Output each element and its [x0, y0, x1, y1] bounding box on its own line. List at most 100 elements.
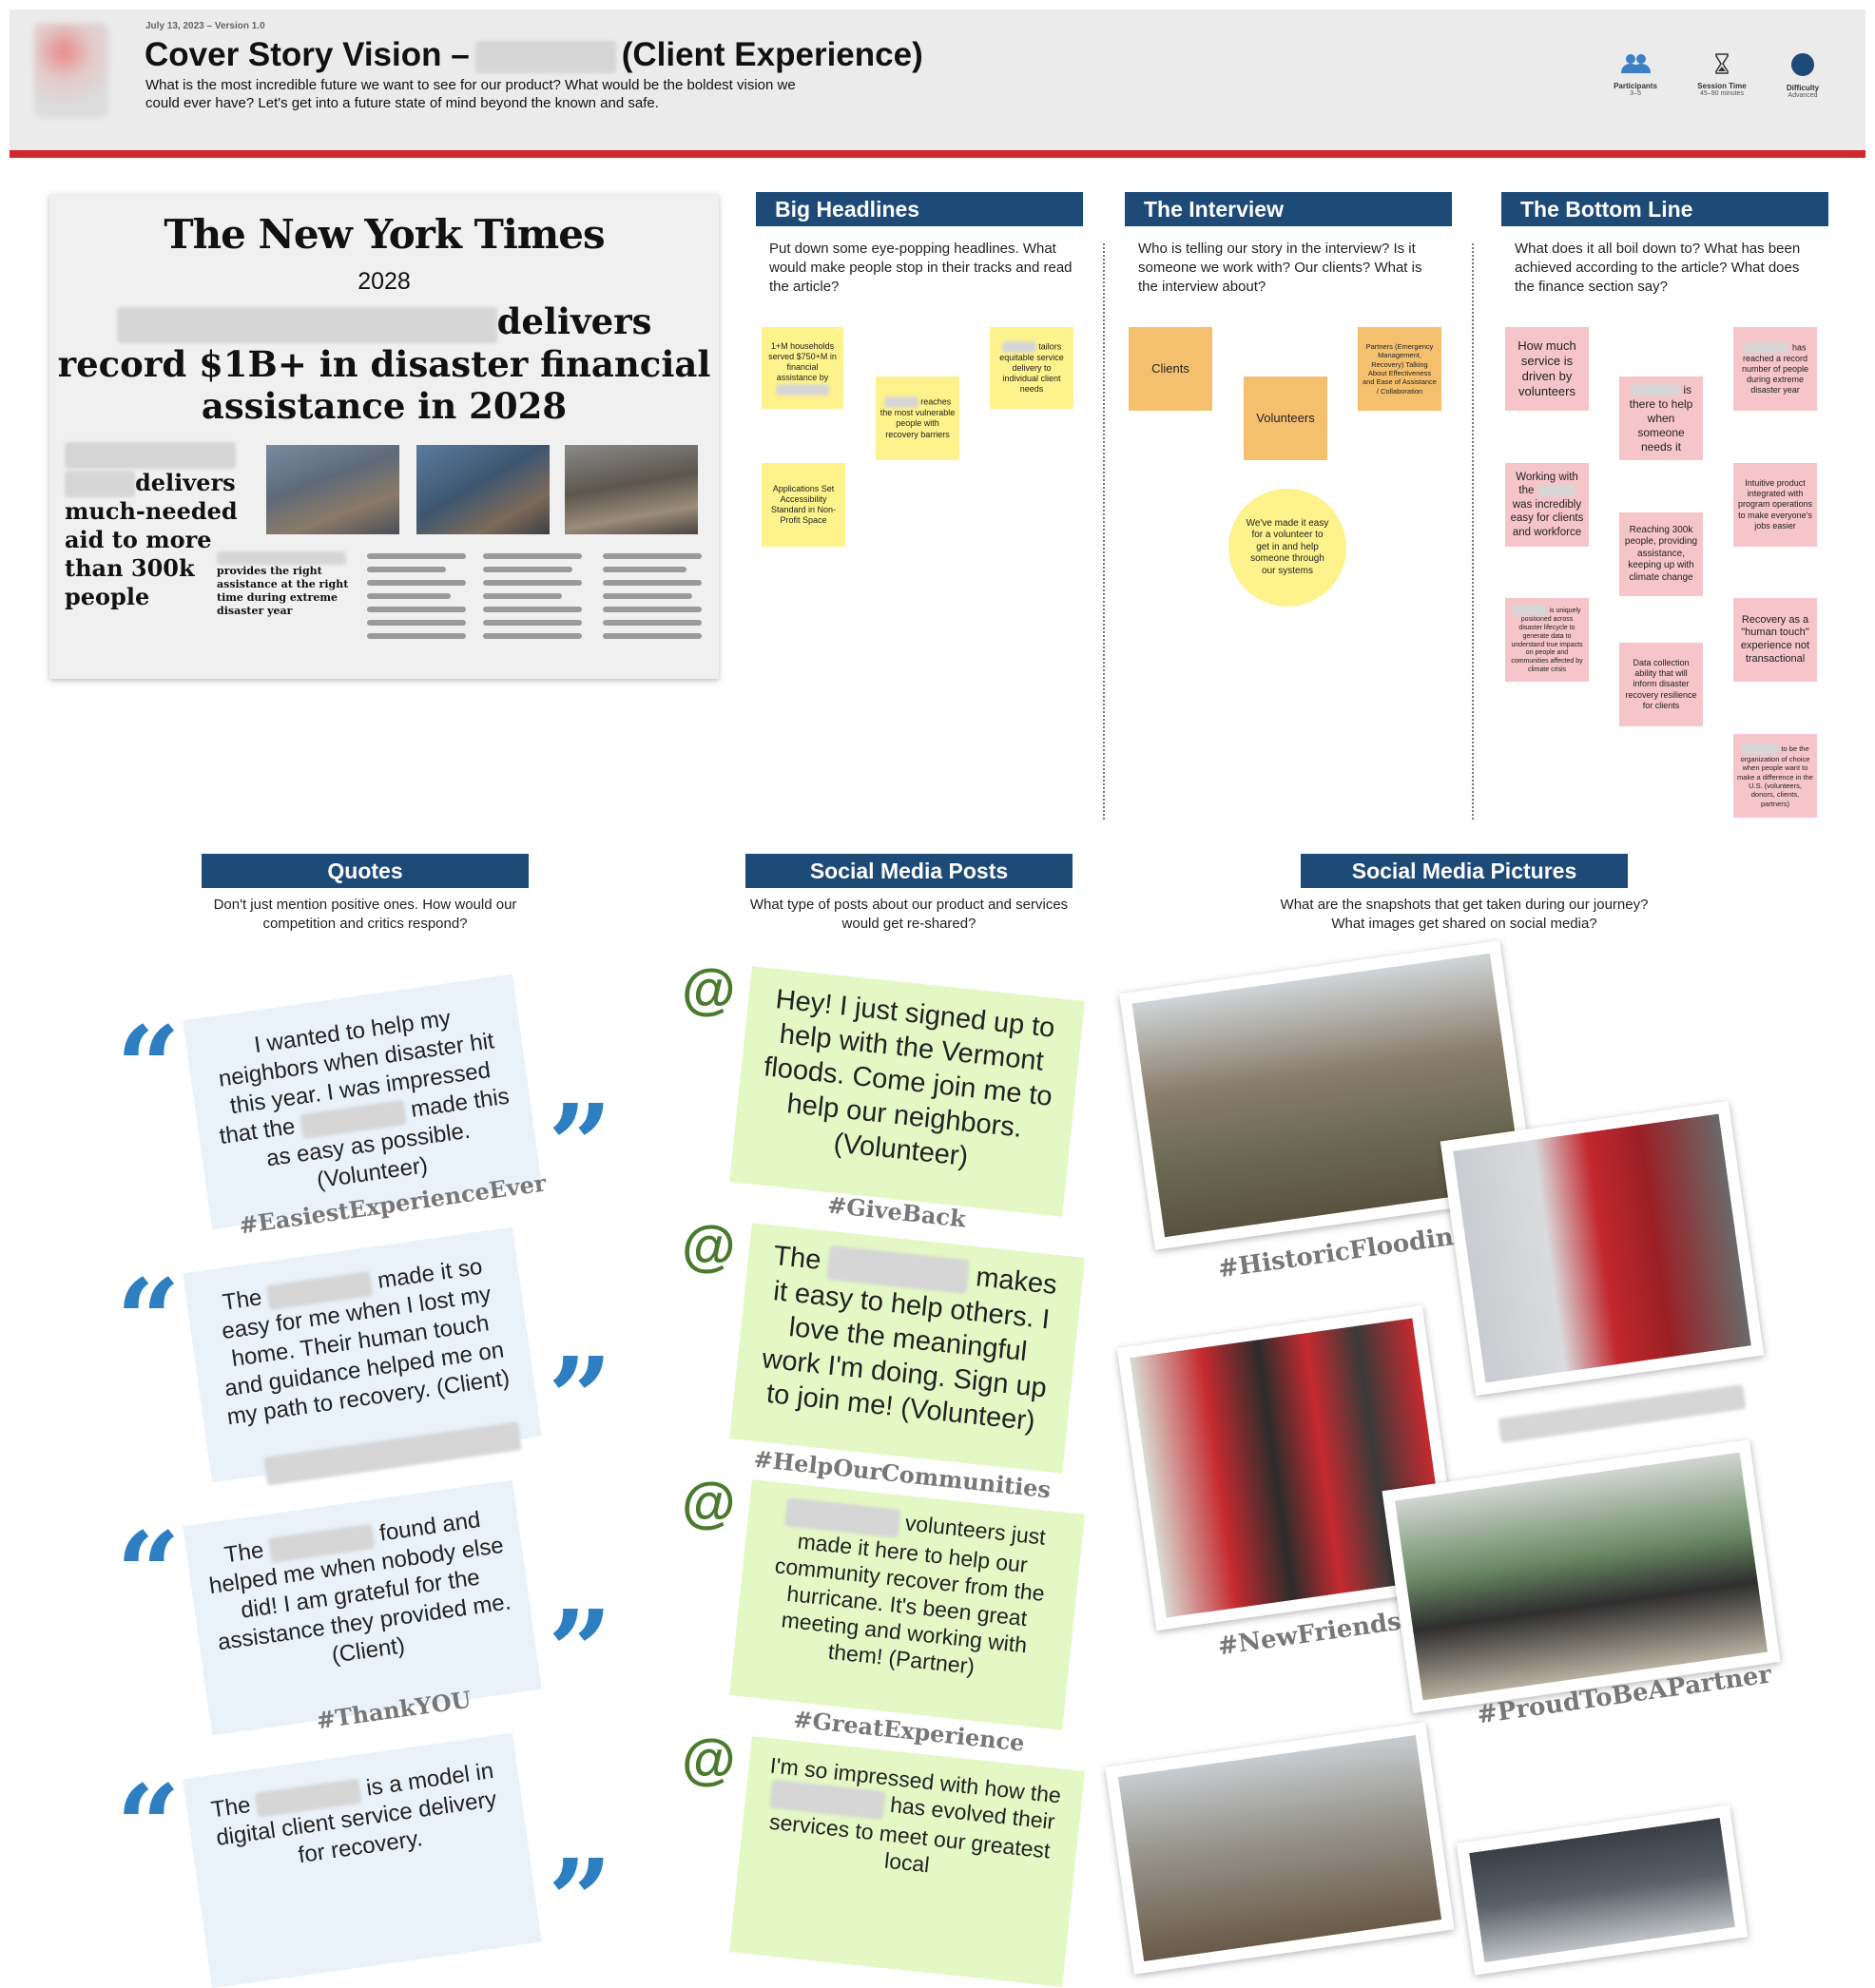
at-sign-icon: @ — [682, 1215, 736, 1277]
open-quote-icon: “ — [116, 1001, 181, 1133]
social-pictures-prompt: What are the snapshots that get taken du… — [1280, 897, 1649, 932]
redacted-name — [217, 551, 346, 565]
sticky-note[interactable]: Data collection ability that will inform… — [1619, 643, 1703, 726]
sticky-note[interactable]: Reaching 300k people, providing assistan… — [1619, 512, 1703, 596]
redacted-hashtag — [1498, 1384, 1747, 1443]
open-quote-icon: “ — [116, 1507, 181, 1639]
newspaper-masthead: The New York Times — [164, 211, 605, 258]
post-text: volunteers just made it here to help our… — [773, 1510, 1047, 1679]
people-icon — [1621, 54, 1651, 73]
post-text: Hey! I just signed up to help with the V… — [762, 984, 1056, 1172]
session-meta: Session Time 45–90 minutes — [1679, 53, 1765, 97]
sticky-note[interactable]: has reached a record number of people du… — [1733, 327, 1817, 411]
version-label: July 13, 2023 – Version 1.0 — [145, 21, 265, 31]
note-text: to be the organization of choice when pe… — [1737, 743, 1813, 808]
note-text: was incredibly easy for clients and work… — [1510, 498, 1584, 538]
sticky-note[interactable]: reaches the most vulnerable people with … — [876, 376, 959, 460]
photo — [1469, 1818, 1735, 1962]
quote-text-pre: The — [221, 1284, 264, 1316]
at-sign-icon: @ — [682, 958, 736, 1020]
sticky-note[interactable]: to be the organization of choice when pe… — [1733, 734, 1817, 818]
header-bar — [10, 10, 1865, 158]
quotes-title: Quotes — [202, 854, 529, 888]
newspaper-year: 2028 — [358, 268, 411, 295]
photo — [1395, 1452, 1768, 1701]
sub-suffix: delivers — [135, 468, 236, 496]
sticky-note[interactable]: is there to help when someone needs it — [1619, 376, 1703, 460]
quote-card: The found and helped me when nobody else… — [183, 1479, 542, 1736]
redacted-name — [883, 396, 918, 409]
close-quote-icon: ” — [548, 1585, 612, 1717]
session-value: 45–90 minutes — [1700, 90, 1744, 97]
social-post-card: Hey! I just signed up to help with the V… — [729, 966, 1085, 1217]
text-lines — [603, 553, 702, 647]
open-quote-icon: “ — [116, 1254, 181, 1386]
open-quote-icon: “ — [116, 1760, 181, 1892]
bottom-line-title: The Bottom Line — [1501, 192, 1828, 226]
hourglass-icon — [1715, 53, 1729, 74]
newspaper-mockup: The New York Times 2028 delivers record … — [49, 194, 719, 679]
column-divider — [1472, 243, 1474, 820]
social-posts-prompt: What type of posts about our product and… — [749, 897, 1069, 932]
sticky-note[interactable]: tailors equitable service delivery to in… — [990, 327, 1073, 409]
sub-rest: much-needed aid to more than 300k people — [65, 497, 238, 610]
sticky-note[interactable]: Clients — [1129, 327, 1212, 411]
note-text: reaches the most vulnerable people with … — [880, 396, 956, 439]
social-posts-title: Social Media Posts — [745, 854, 1073, 888]
bottom-line-prompt: What does it all boil down to? What has … — [1515, 241, 1801, 295]
note-text: has reached a record number of people du… — [1741, 341, 1809, 396]
sticky-note[interactable]: Intuitive product integrated with progra… — [1733, 463, 1817, 547]
caption-text: provides the right assistance at the rig… — [217, 565, 349, 617]
redacted-name — [65, 471, 135, 497]
note-text: Applications Set Accessibility Standard … — [770, 483, 837, 526]
at-sign-icon: @ — [682, 1728, 736, 1790]
note-text: is uniquely positioned across disaster l… — [1511, 608, 1583, 673]
headline-suffix: delivers — [496, 300, 652, 342]
redacted-name — [1744, 341, 1790, 354]
social-post-card: I'm so impressed with how the has evolve… — [729, 1736, 1085, 1987]
close-quote-icon: ” — [548, 1079, 612, 1211]
photo-card — [1440, 1101, 1765, 1396]
close-quote-icon: ” — [548, 1332, 612, 1464]
sticky-note[interactable]: Volunteers — [1244, 376, 1327, 460]
newspaper-photo — [565, 445, 698, 534]
redacted-name — [776, 383, 829, 396]
page-subtitle: What is the most incredible future we wa… — [145, 77, 796, 111]
big-headlines-prompt: Put down some eye-popping headlines. Wha… — [769, 241, 1073, 295]
photo-card — [1105, 1722, 1455, 1975]
title-pre: Cover Story Vision – — [145, 36, 470, 73]
headline-rest: record $1B+ in disaster financial assist… — [57, 342, 711, 427]
redacted-name — [474, 40, 616, 73]
post-text-pre: The — [771, 1240, 823, 1276]
participants-meta: Participants 3–5 — [1593, 53, 1678, 97]
sticky-note[interactable]: Applications Set Accessibility Standard … — [762, 463, 845, 547]
big-headlines-title: Big Headlines — [756, 192, 1083, 226]
page-title: Cover Story Vision –(Client Experience) — [145, 36, 923, 74]
redacted-name — [1741, 743, 1780, 755]
logo — [34, 23, 108, 118]
quote-text-pre: The — [209, 1791, 253, 1824]
sticky-note[interactable]: How much service is driven by volunteers — [1505, 327, 1589, 411]
difficulty-label: Difficulty — [1786, 84, 1820, 92]
redacted-name — [1513, 605, 1548, 617]
sticky-note[interactable]: Recovery as a "human touch" experience n… — [1733, 598, 1817, 682]
sticky-note[interactable]: is uniquely positioned across disaster l… — [1505, 598, 1589, 682]
photo-card — [1456, 1805, 1749, 1976]
newspaper-photo — [266, 445, 399, 534]
sticky-note[interactable]: Partners (Emergency Management, Recovery… — [1358, 327, 1441, 411]
interview-prompt: Who is telling our story in the intervie… — [1138, 241, 1422, 295]
difficulty-value: Advanced — [1788, 92, 1818, 99]
dot-icon — [1791, 53, 1814, 76]
sticky-note[interactable]: 1+M households served $750+M in financia… — [762, 327, 843, 409]
photo — [1117, 1734, 1442, 1962]
quotes-prompt: Don't just mention positive ones. How wo… — [213, 897, 517, 932]
sticky-note[interactable]: We've made it easy for a volunteer to ge… — [1228, 489, 1346, 607]
participants-value: 3–5 — [1630, 90, 1641, 97]
social-post-card: The makes it easy to help others. I love… — [729, 1223, 1085, 1474]
note-text: tailors equitable service delivery to in… — [999, 340, 1064, 395]
redacted-name — [65, 441, 236, 469]
social-pictures-title: Social Media Pictures — [1301, 854, 1628, 888]
photo — [1453, 1113, 1751, 1383]
sticky-note[interactable]: Working with the was incredibly easy for… — [1505, 463, 1589, 547]
newspaper-headline: delivers record $1B+ in disaster financi… — [49, 300, 719, 427]
